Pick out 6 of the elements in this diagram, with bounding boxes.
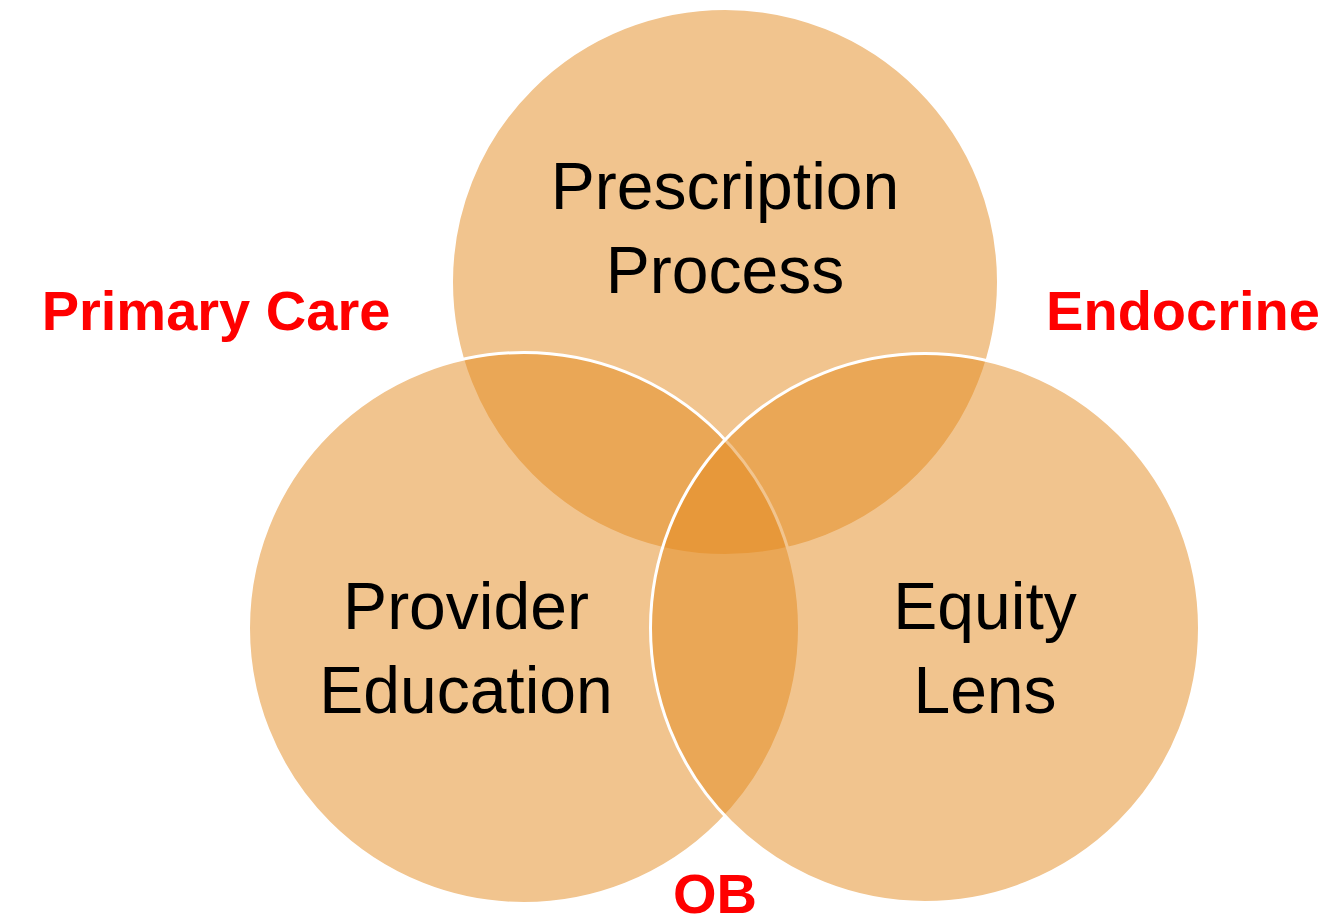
circle-label: Prescription Process (550, 148, 900, 309)
group-label: Primary Care (41, 277, 391, 343)
circle-label: Equity Lens (893, 568, 1077, 729)
group-label: Endocrine (1046, 277, 1320, 343)
group-label: OB (673, 860, 757, 920)
circle-label: Provider Education (319, 568, 613, 729)
